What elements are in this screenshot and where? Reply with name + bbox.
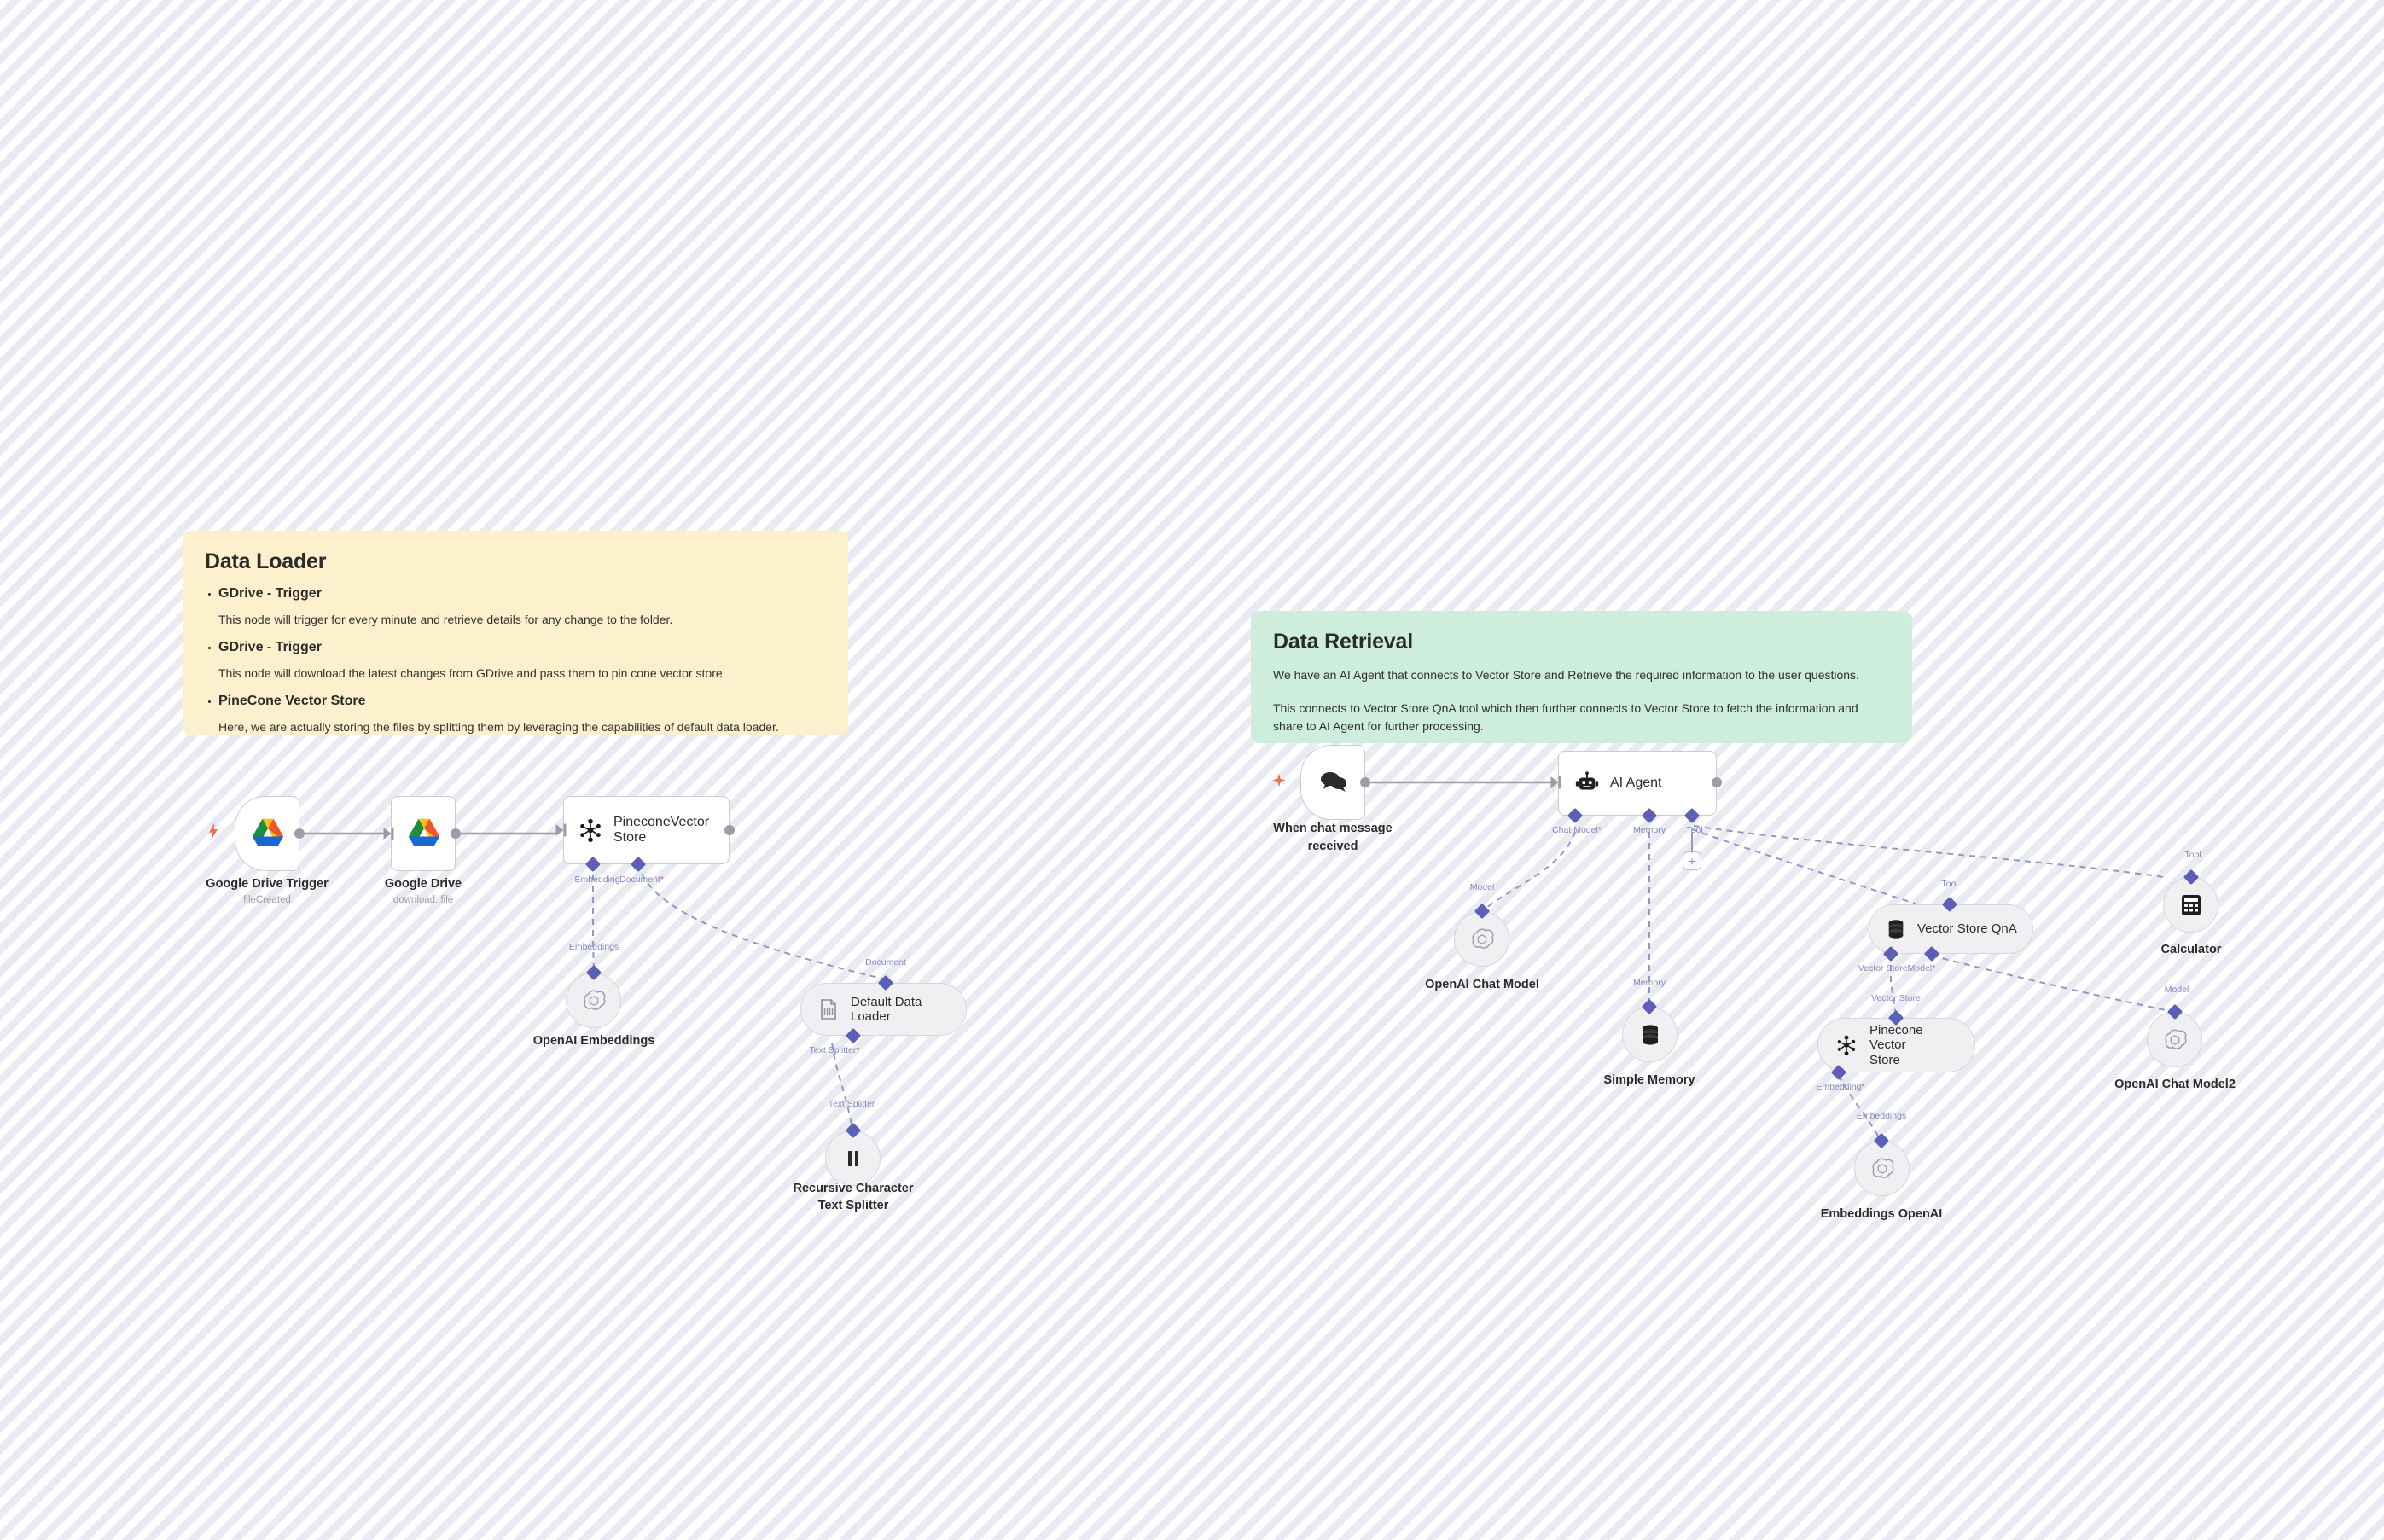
- connection-label-chat-model-required: Chat Model*: [1552, 825, 1602, 835]
- sticky-note-list: GDrive - Trigger This node will trigger …: [205, 586, 826, 735]
- node-vector-store-qna[interactable]: Vector Store QnA: [1869, 904, 2033, 954]
- node-label-google-drive-trigger: Google Drive Trigger: [206, 877, 329, 891]
- node-ai-agent[interactable]: AI Agent: [1558, 751, 1717, 816]
- connection-label-embedding-required: Embedding*: [1816, 1082, 1865, 1092]
- note-bullet-description: This node will trigger for every minute …: [218, 613, 673, 626]
- note-paragraph: This connects to Vector Store QnA tool w…: [1273, 701, 1858, 733]
- sticky-note-data-loader[interactable]: Data Loader GDrive - Trigger This node w…: [183, 531, 848, 735]
- node-label-google-drive: Google Drive: [384, 877, 462, 891]
- pinecone-icon: [1834, 1032, 1859, 1058]
- node-pinecone-vector-store-2[interactable]: Pinecone Vector Store: [1817, 1018, 1975, 1072]
- connection-label-embeddings-2: Embeddings: [1856, 1111, 1907, 1121]
- connection-label-document: Document: [865, 957, 906, 968]
- note-paragraph: We have an AI Agent that connects to Vec…: [1273, 668, 1859, 682]
- connection-label-vector-store-required: Vector StoreModel*: [1858, 963, 1936, 973]
- node-label-embeddings-openai: Embeddings OpenAI: [1820, 1207, 1943, 1221]
- node-title-pinecone-vector-store: PineconeVectorStore: [613, 814, 710, 845]
- openai-icon: [1869, 1156, 1895, 1182]
- node-label-openai-embeddings: OpenAI Embeddings: [532, 1034, 655, 1048]
- list-item: GDrive - Trigger This node will trigger …: [205, 586, 826, 628]
- node-title-default-data-loader: Default Data Loader: [851, 994, 922, 1024]
- note-bullet-heading: GDrive - Trigger: [205, 586, 826, 601]
- node-recursive-character-text-splitter[interactable]: [825, 1130, 881, 1186]
- robot-icon: [1573, 769, 1602, 798]
- text-splitter-icon: [843, 1148, 863, 1170]
- sticky-note-title: Data Loader: [205, 549, 327, 573]
- sparkle-icon: [1272, 773, 1286, 792]
- node-calculator[interactable]: [2163, 877, 2218, 933]
- connection-label-tool-in: Tool: [1941, 879, 1958, 889]
- input-connector-bar: [391, 827, 394, 840]
- pinecone-icon: [576, 816, 605, 845]
- node-title-pinecone-vector-store-2-line1: Pinecone Vector: [1869, 1023, 1923, 1053]
- node-google-drive[interactable]: [391, 796, 456, 871]
- database-icon: [1639, 1023, 1661, 1047]
- node-label-simple-memory: Simple Memory: [1603, 1073, 1695, 1087]
- note-bullet-description: This node will download the latest chang…: [218, 665, 723, 680]
- add-tool-button[interactable]: +: [1683, 851, 1701, 870]
- connection-label-memory-in: Memory: [1633, 978, 1666, 988]
- input-connector-arrow[interactable]: [1550, 776, 1559, 788]
- connection-label-embedding: Embedding: [574, 875, 620, 885]
- connection-label-text-splitter: Text Splitter: [828, 1099, 875, 1109]
- connection-label-tool-calculator: Tool: [2184, 850, 2201, 860]
- note-bullet-heading: PineCone Vector Store: [205, 694, 826, 709]
- connection-label-model: Model: [1469, 882, 1495, 892]
- node-simple-memory[interactable]: [1622, 1007, 1678, 1062]
- node-title-pinecone-vector-store-2-line2: Store: [1869, 1052, 1900, 1067]
- output-connector-dot[interactable]: [451, 828, 461, 839]
- chat-bubbles-icon: [1301, 745, 1366, 820]
- output-connector-dot[interactable]: [1360, 777, 1370, 787]
- google-drive-icon: [392, 796, 456, 871]
- list-item: PineCone Vector Store Here, we are actua…: [205, 694, 826, 735]
- node-title-vector-store-qna: Vector Store QnA: [1917, 921, 2017, 937]
- node-sublabel-google-drive: download: file: [392, 895, 454, 905]
- node-label-chat-trigger-line2: received: [1307, 840, 1358, 853]
- node-when-chat-message-received[interactable]: [1300, 745, 1365, 820]
- openai-icon: [581, 988, 607, 1014]
- database-icon: [1885, 918, 1907, 940]
- connection-label-tool: Tool: [1686, 825, 1703, 835]
- node-label-recursive-text-splitter-line1: Recursive Character: [793, 1182, 914, 1195]
- connection-label-embeddings: Embeddings: [568, 942, 619, 952]
- node-sublabel-google-drive-trigger: fileCreated: [243, 895, 291, 905]
- node-default-data-loader[interactable]: Default Data Loader: [800, 983, 967, 1036]
- node-openai-chat-model-2[interactable]: [2147, 1012, 2202, 1067]
- node-label-recursive-text-splitter-line2: Text Splitter: [817, 1199, 889, 1212]
- openai-icon: [2162, 1027, 2188, 1053]
- connection-label-model-2: Model: [2164, 985, 2189, 995]
- note-bullet-heading: GDrive - Trigger: [205, 640, 826, 655]
- node-title-ai-agent: AI Agent: [1610, 775, 1662, 790]
- input-connector-bar: [563, 823, 567, 837]
- input-connector-bar: [1558, 776, 1561, 789]
- sticky-note-title: Data Retrieval: [1273, 630, 1413, 654]
- node-pinecone-vector-store[interactable]: PineconeVectorStore: [563, 796, 730, 864]
- connection-label-text-splitter-required: Text Splitter*: [809, 1045, 860, 1055]
- google-drive-icon: [235, 796, 300, 871]
- input-connector-arrow[interactable]: [555, 824, 564, 836]
- node-embeddings-openai[interactable]: [1854, 1141, 1910, 1196]
- lightning-bolt-icon: [206, 822, 220, 845]
- node-openai-chat-model[interactable]: [1454, 911, 1509, 967]
- node-label-calculator: Calculator: [2160, 943, 2222, 956]
- sticky-note-data-retrieval[interactable]: Data Retrieval We have an AI Agent that …: [1251, 611, 1912, 743]
- input-connector-arrow[interactable]: [383, 828, 392, 840]
- list-item: GDrive - Trigger This node will download…: [205, 640, 826, 682]
- output-connector-dot[interactable]: [1712, 777, 1722, 787]
- node-label-openai-chat-model-2: OpenAI Chat Model2: [2114, 1078, 2236, 1091]
- node-google-drive-trigger[interactable]: [235, 796, 299, 871]
- note-bullet-description: Here, we are actually storing the files …: [218, 719, 779, 734]
- output-connector-dot[interactable]: [294, 828, 305, 839]
- output-connector-dot[interactable]: [724, 825, 735, 835]
- calculator-icon: [2180, 893, 2202, 917]
- node-label-chat-trigger-line1: When chat message: [1273, 822, 1393, 835]
- connection-label-document-required: Document*: [619, 875, 664, 885]
- connection-label-vector-store: Vector Store: [1871, 993, 1921, 1003]
- node-openai-embeddings[interactable]: [566, 973, 621, 1028]
- connection-label-memory: Memory: [1633, 825, 1666, 835]
- openai-icon: [1469, 927, 1495, 952]
- document-icon: [817, 997, 840, 1021]
- node-label-openai-chat-model: OpenAI Chat Model: [1425, 978, 1539, 991]
